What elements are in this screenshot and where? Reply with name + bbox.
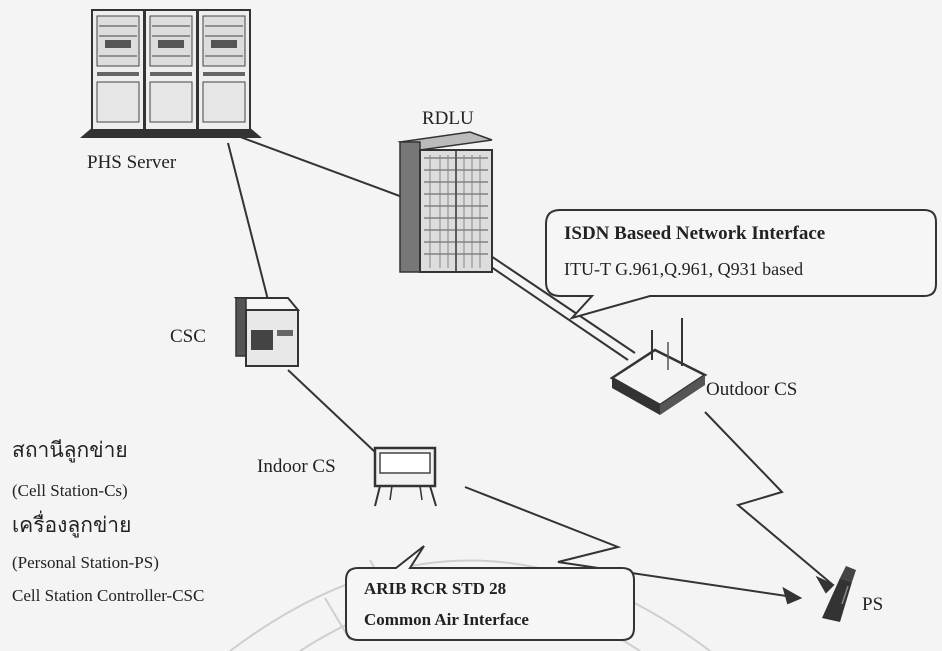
radio-indoor-ps: [464, 486, 801, 599]
link-rdlu-outdoor-1: [477, 257, 629, 361]
rdlu-cabinet-icon: [397, 131, 493, 273]
link-rdlu-outdoor-2: [484, 251, 636, 354]
csc-box-icon: [233, 297, 301, 367]
server-rack-3: [197, 9, 251, 131]
radio-arrow-outdoor: [815, 575, 835, 594]
isdn-callout-subtitle: ITU-T G.961,Q.961, Q931 based: [564, 259, 804, 279]
indoor-cs-label: Indoor CS: [257, 456, 336, 477]
legend-item-cell-station-thai: สถานีลูกข่าย: [12, 438, 128, 462]
wireless-links: [464, 411, 835, 605]
phs-server-label: PHS Server: [87, 152, 177, 173]
legend-item-cell-station: (Cell Station-Cs): [12, 481, 128, 500]
server-rack-1: [91, 9, 145, 131]
arib-callout-line1: ARIB RCR STD 28: [364, 579, 507, 598]
legend-item-personal-station-thai: เครื่องลูกข่าย: [12, 513, 132, 537]
isdn-callout-title: ISDN Baseed Network Interface: [564, 223, 826, 244]
ps-phone-icon: [822, 566, 856, 622]
legend-item-csc: Cell Station Controller-CSC: [12, 586, 205, 605]
arib-callout-bubble: [345, 545, 635, 641]
legend-item-personal-station: (Personal Station-PS): [12, 553, 159, 572]
isdn-callout-bubble: [545, 209, 937, 320]
outdoor-cs-icon: [609, 318, 708, 415]
outdoor-cs-label: Outdoor CS: [706, 379, 798, 400]
indoor-cs-icon: [373, 446, 437, 507]
server-rack-2: [144, 9, 198, 131]
link-csc-indoor: [287, 369, 376, 453]
radio-arrow-indoor: [782, 586, 803, 605]
link-server-csc: [227, 142, 269, 301]
rdlu-label: RDLU: [422, 108, 474, 129]
csc-label: CSC: [170, 326, 206, 347]
radio-outdoor-ps: [704, 411, 834, 586]
ps-label: PS: [862, 594, 884, 615]
phs-server-icon: [80, 9, 262, 138]
arib-callout-line2: Common Air Interface: [364, 610, 529, 629]
